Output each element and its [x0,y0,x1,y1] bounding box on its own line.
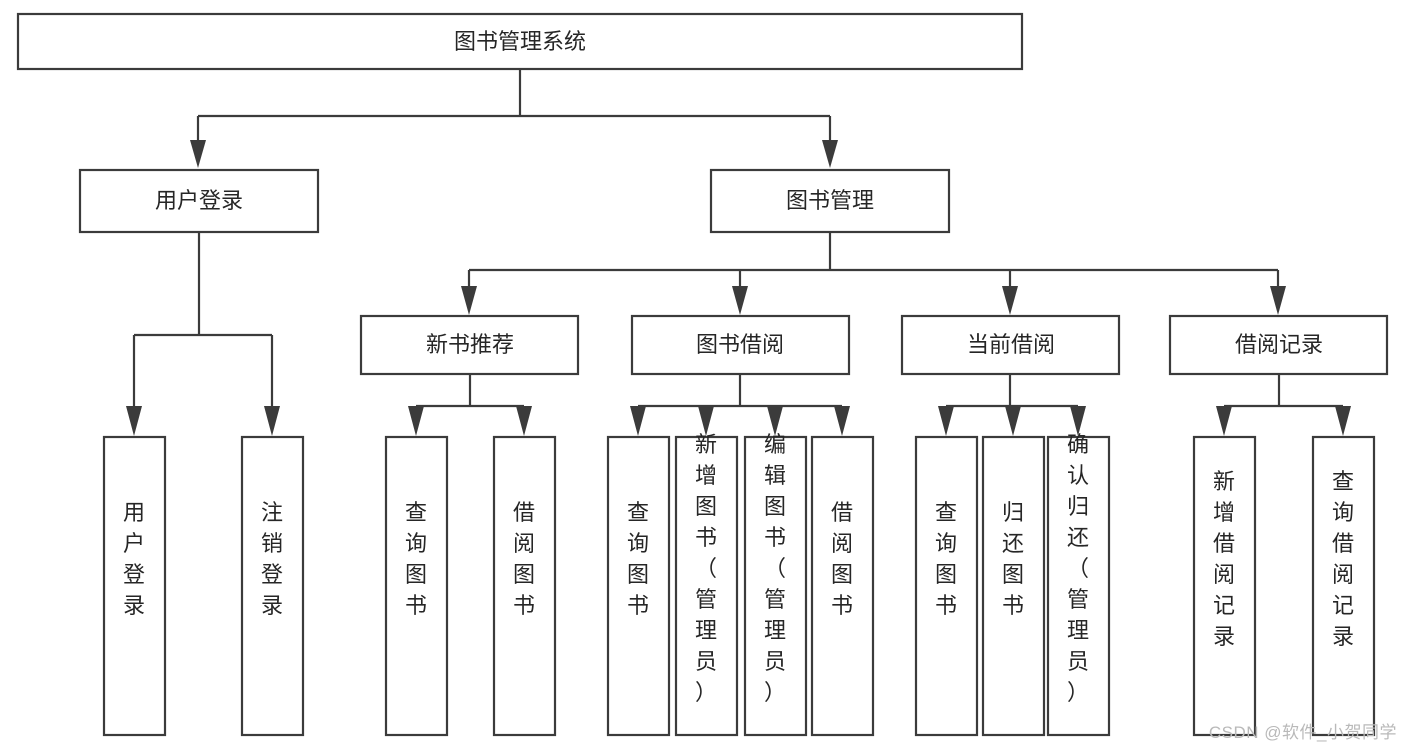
leaf-query-record[interactable] [1311,435,1376,737]
leaf-add-book[interactable] [674,435,739,737]
leaf-query-book-2-label: 查询图书 [627,500,649,618]
leaf-add-book-label: 新增图书（管理员） [695,432,717,705]
leaf-borrow-book-1-label: 借阅图书 [513,500,535,618]
arrow-leaf-borrow-book-1 [516,406,532,436]
arrow-leaf-borrow-book-2 [834,406,850,436]
node-book-manage[interactable] [709,168,951,234]
leaf-edit-book[interactable] [743,435,808,737]
arrow-leaf-return-book [1005,406,1021,436]
leaf-logout-label: 注销登录 [261,500,283,618]
arrow-book-manage [822,140,838,168]
node-borrow-record[interactable] [1168,314,1389,376]
leaf-query-book-3-label: 查询图书 [935,500,957,618]
leaf-borrow-book-2[interactable] [810,435,875,737]
node-borrow-record-label: 借阅记录 [1235,332,1323,357]
leaf-query-book-2[interactable] [606,435,671,737]
node-root-label: 图书管理系统 [454,29,586,54]
arrow-leaf-add-book [698,406,714,436]
leaf-query-book-1-label: 查询图书 [405,500,427,618]
node-book-borrow[interactable] [630,314,851,376]
arrow-borrow-record [1270,286,1286,315]
node-book-manage-label: 图书管理 [786,188,874,213]
leaf-add-record[interactable] [1192,435,1257,737]
arrow-user-login [190,140,206,168]
leaf-borrow-book-1[interactable] [492,435,557,737]
leaf-user-login-label: 用户登录 [123,500,145,618]
arrow-leaf-query-book-3 [938,406,954,436]
arrow-current-borrow [1002,286,1018,315]
arrow-leaf-confirm-return [1070,406,1086,436]
arrow-leaf-query-book-2 [630,406,646,436]
leaf-confirm-return-label: 确认归还（管理员） [1067,432,1089,705]
node-user-login-label: 用户登录 [155,188,243,213]
arrow-leaf-logout [264,406,280,436]
node-new-book-rec[interactable] [359,314,580,376]
leaf-edit-book-label: 编辑图书（管理员） [764,432,786,705]
arrow-leaf-add-record [1216,406,1232,436]
node-root[interactable] [16,12,1024,71]
leaf-query-book-3[interactable] [914,435,979,737]
node-book-borrow-label: 图书借阅 [696,332,784,357]
leaf-add-record-label: 新增借阅记录 [1213,469,1235,649]
arrow-leaf-edit-book [767,406,783,436]
arrow-leaf-query-book-1 [408,406,424,436]
leaf-return-book-label: 归还图书 [1002,500,1024,618]
leaf-confirm-return[interactable] [1046,435,1111,737]
leaf-borrow-book-2-label: 借阅图书 [831,500,853,618]
leaf-query-record-label: 查询借阅记录 [1332,469,1354,649]
arrow-leaf-user-login [126,406,142,436]
leaf-return-book[interactable] [981,435,1046,737]
arrow-leaf-query-record [1335,406,1351,436]
node-current-borrow-label: 当前借阅 [967,332,1055,357]
arrow-new-book-rec [461,286,477,315]
node-current-borrow[interactable] [900,314,1121,376]
arrow-book-borrow [732,286,748,315]
leaf-user-login[interactable] [102,435,167,737]
node-new-book-rec-label: 新书推荐 [426,332,514,357]
leaf-query-book-1[interactable] [384,435,449,737]
leaf-logout[interactable] [240,435,305,737]
